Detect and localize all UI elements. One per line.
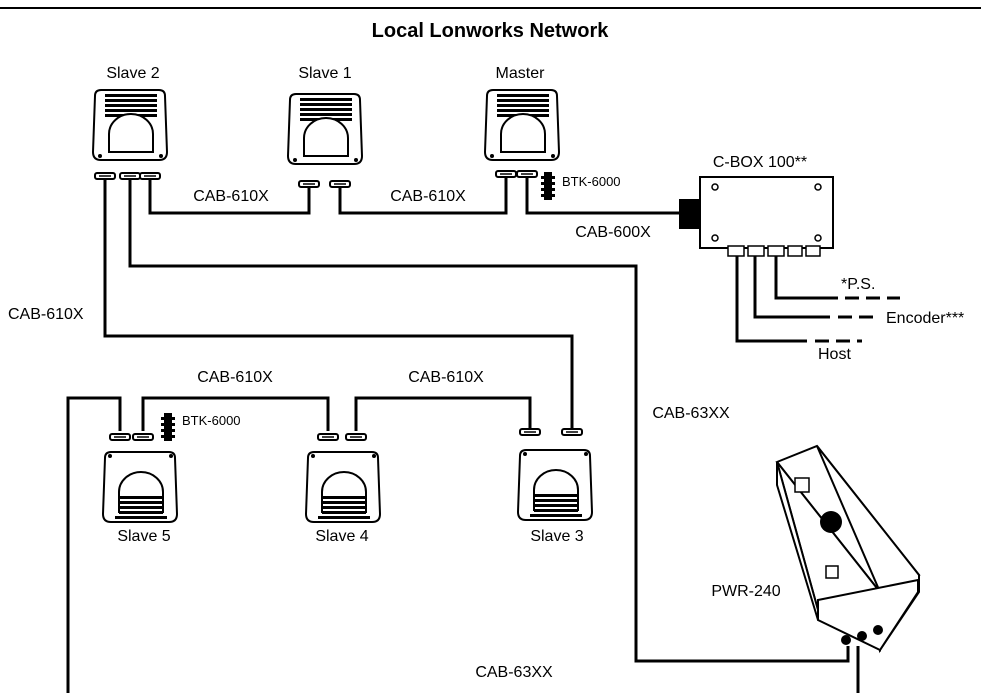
cable-master-cbox-label: CAB-600X <box>575 224 651 241</box>
pwr-240 <box>775 444 921 654</box>
slave-3-label: Slave 3 <box>530 528 583 545</box>
slave-5-label: Slave 5 <box>117 528 170 545</box>
slave-1-scanner <box>287 93 363 165</box>
btk-top-label: BTK-6000 <box>562 174 621 189</box>
cable-s2-s1-label: CAB-610X <box>193 188 269 205</box>
slave-1-label: Slave 1 <box>298 65 351 82</box>
cable-pwr-lower-label: CAB-63XX <box>475 664 553 681</box>
cable-s2-s3-label: CAB-610X <box>8 306 84 323</box>
pwr-label: PWR-240 <box>711 583 780 600</box>
cbox-100 <box>679 176 834 257</box>
btk-terminator-bottom-icon <box>161 413 175 441</box>
cable-s1-master-label: CAB-610X <box>390 188 466 205</box>
slave-3-connectors <box>519 428 583 436</box>
cable-pwr-upper-label: CAB-63XX <box>652 405 730 422</box>
slave-5-connectors <box>109 433 154 441</box>
cbox-input-connector <box>679 199 700 229</box>
cbox-label: C-BOX 100** <box>713 154 807 171</box>
labels: Slave 2 Slave 1 Master C-BOX 100** Slave… <box>8 65 964 681</box>
slave-5-scanner <box>102 451 178 523</box>
slave-1-connectors <box>298 180 351 188</box>
slave-4-connectors <box>317 433 367 441</box>
slave-2-label: Slave 2 <box>106 65 159 82</box>
master-connectors <box>495 170 538 178</box>
wires <box>66 176 900 693</box>
diagram-title: Local Lonworks Network <box>372 20 610 42</box>
slave-3-scanner <box>517 449 593 521</box>
slave-4-label: Slave 4 <box>315 528 368 545</box>
master-label: Master <box>496 65 546 82</box>
host-output-label: Host <box>818 346 851 363</box>
btk-terminator-top-icon <box>541 172 555 200</box>
cable-s4-s3-label: CAB-610X <box>408 369 484 386</box>
slave-2-connectors <box>94 172 161 180</box>
encoder-output-label: Encoder*** <box>886 310 964 327</box>
slave-2-scanner <box>92 89 168 161</box>
ps-output-label: *P.S. <box>841 276 875 293</box>
btk-bottom-label: BTK-6000 <box>182 413 241 428</box>
slave-4-scanner <box>305 451 381 523</box>
master-scanner <box>484 89 560 161</box>
cable-s5-s4-label: CAB-610X <box>197 369 273 386</box>
